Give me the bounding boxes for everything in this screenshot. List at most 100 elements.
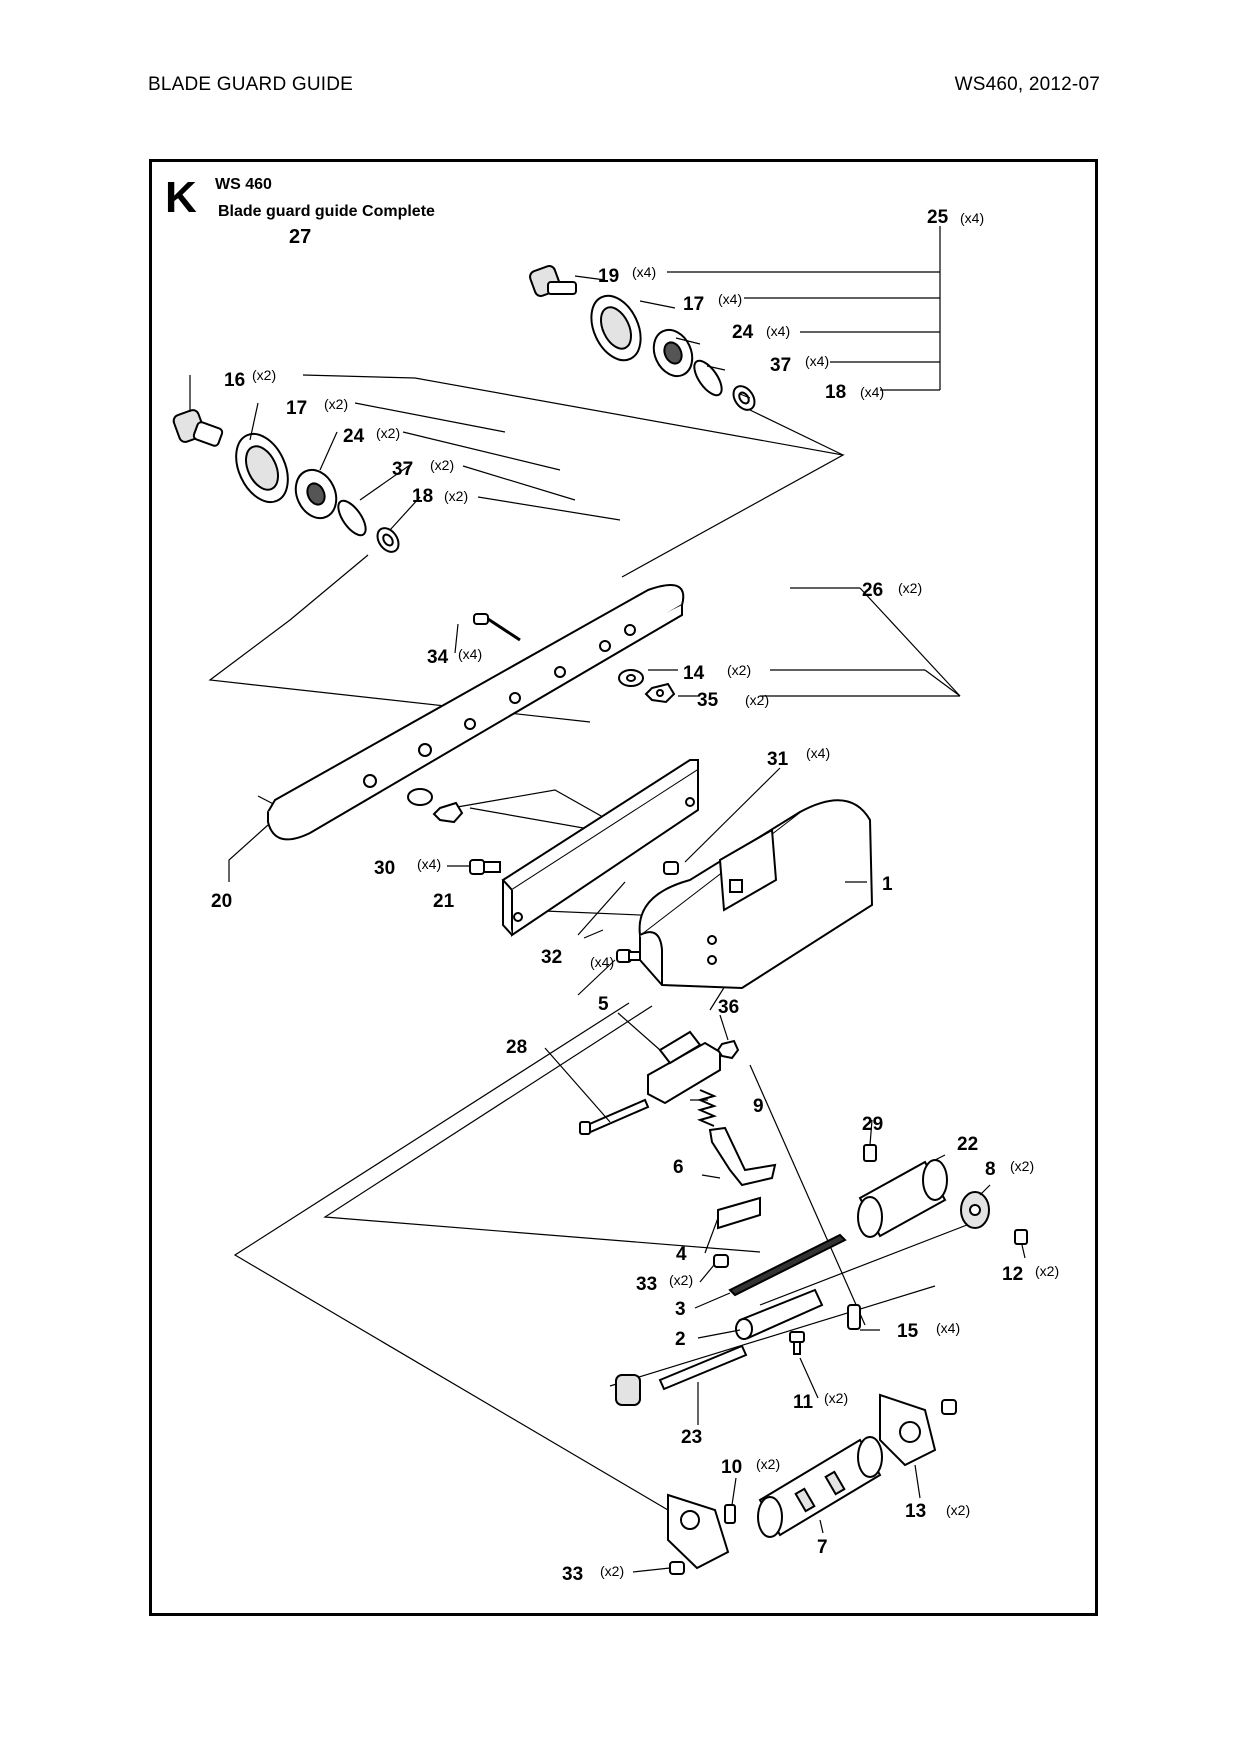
callout-7: 7 xyxy=(817,1537,828,1558)
svg-text:7: 7 xyxy=(817,1537,828,1558)
svg-text:(x2): (x2) xyxy=(898,580,922,596)
svg-text:6: 6 xyxy=(673,1157,684,1178)
roller-7 xyxy=(757,1436,883,1538)
svg-text:(x2): (x2) xyxy=(444,488,468,504)
svg-text:26: 26 xyxy=(862,580,883,601)
svg-text:(x4): (x4) xyxy=(417,856,441,872)
svg-text:12: 12 xyxy=(1002,1264,1023,1285)
screw-33-upper xyxy=(713,1254,729,1268)
blade-3 xyxy=(728,1233,847,1297)
callout-36: 36 xyxy=(718,997,739,1018)
assembly-lines xyxy=(208,377,986,1524)
svg-text:(x4): (x4) xyxy=(766,323,790,339)
svg-text:(x2): (x2) xyxy=(946,1502,970,1518)
svg-text:(x2): (x2) xyxy=(745,692,769,708)
pin-28 xyxy=(579,1098,650,1135)
svg-text:3: 3 xyxy=(675,1299,686,1320)
callout-35: 35 (x2) xyxy=(697,690,769,711)
plate-21 xyxy=(501,759,699,937)
callout-6: 6 xyxy=(673,1157,684,1178)
screw-15 xyxy=(847,1304,861,1330)
callout-33-lower: 33 (x2) xyxy=(562,1563,624,1585)
callout-13: 13 (x2) xyxy=(905,1501,970,1522)
svg-text:(x4): (x4) xyxy=(458,646,482,662)
callout-20: 20 xyxy=(211,891,232,912)
bolt-34 xyxy=(473,613,521,642)
callout-29: 29 xyxy=(862,1114,883,1135)
callout-30: 30 (x4) xyxy=(374,856,441,879)
end-cap-left xyxy=(615,1374,641,1406)
svg-text:(x4): (x4) xyxy=(960,210,984,226)
svg-text:35: 35 xyxy=(697,690,719,711)
guard-housing-1 xyxy=(638,799,874,990)
svg-text:(x2): (x2) xyxy=(1010,1158,1034,1174)
wheel-17-upper xyxy=(590,294,642,362)
plate-left xyxy=(667,1493,730,1570)
cylinder-2 xyxy=(735,1288,824,1340)
svg-text:(x2): (x2) xyxy=(252,367,276,383)
callout-24-lower: 24 (x2) xyxy=(343,425,400,447)
callout-34: 34 (x4) xyxy=(427,646,482,668)
circlip-37-lower xyxy=(337,499,367,537)
svg-text:33: 33 xyxy=(636,1274,657,1295)
svg-text:31: 31 xyxy=(767,749,789,770)
svg-text:37: 37 xyxy=(770,355,791,376)
nut-36 xyxy=(716,1039,740,1060)
screw-12 xyxy=(1014,1229,1028,1245)
screw-11 xyxy=(789,1331,805,1355)
svg-text:(x2): (x2) xyxy=(324,396,348,412)
cylinder-22 xyxy=(857,1159,948,1238)
bracket-4 xyxy=(717,1196,761,1230)
svg-text:14: 14 xyxy=(683,663,705,684)
callout-37-upper: 37 (x4) xyxy=(770,353,829,376)
svg-text:15: 15 xyxy=(897,1321,919,1342)
svg-text:2: 2 xyxy=(675,1329,686,1350)
callout-26: 26 (x2) xyxy=(862,580,922,601)
svg-text:34: 34 xyxy=(427,647,449,668)
callout-14: 14 (x2) xyxy=(683,662,751,684)
svg-text:24: 24 xyxy=(732,322,754,343)
svg-text:18: 18 xyxy=(412,486,433,507)
callout-8: 8 (x2) xyxy=(985,1158,1034,1180)
circlip-37-upper xyxy=(693,359,723,397)
screw-32 xyxy=(616,949,642,963)
bearing-24-upper xyxy=(652,328,694,378)
leader-lines xyxy=(189,226,1026,1573)
callout-16: 16 (x2) xyxy=(224,367,276,391)
svg-text:17: 17 xyxy=(286,398,307,419)
guide-bar-20 xyxy=(266,584,685,841)
callout-2: 2 xyxy=(675,1329,686,1350)
svg-text:23: 23 xyxy=(681,1427,702,1448)
washer-and-nut-bar xyxy=(407,788,464,824)
svg-text:(x4): (x4) xyxy=(718,291,742,307)
svg-text:(x4): (x4) xyxy=(590,954,614,970)
assembly-title: Blade guard guide Complete xyxy=(218,203,435,220)
screw-33-lower xyxy=(669,1561,685,1575)
svg-text:(x2): (x2) xyxy=(669,1272,693,1288)
svg-text:(x4): (x4) xyxy=(806,745,830,761)
washer-14 xyxy=(618,669,644,687)
svg-text:(x2): (x2) xyxy=(600,1563,624,1579)
svg-text:(x2): (x2) xyxy=(376,425,400,441)
lever-6 xyxy=(708,1126,777,1187)
callout-17-lower: 17 (x2) xyxy=(286,396,348,419)
diagram-frame xyxy=(149,159,1098,1616)
svg-text:28: 28 xyxy=(506,1037,527,1058)
svg-text:29: 29 xyxy=(862,1114,883,1135)
callout-21: 21 xyxy=(433,891,455,912)
callout-17-upper: 17 (x4) xyxy=(683,291,742,315)
block-5 xyxy=(647,1030,721,1105)
shaft-23 xyxy=(658,1344,748,1391)
end-cap-8 xyxy=(960,1191,990,1229)
svg-text:(x4): (x4) xyxy=(936,1320,960,1336)
washer-18-lower xyxy=(376,527,400,553)
svg-text:(x4): (x4) xyxy=(805,353,829,369)
screw-29 xyxy=(863,1144,877,1162)
callout-24-upper: 24 (x4) xyxy=(732,322,790,343)
callout-25: 25 (x4) xyxy=(927,207,984,228)
svg-text:9: 9 xyxy=(753,1096,764,1117)
svg-text:37: 37 xyxy=(392,459,413,480)
callout-9: 9 xyxy=(753,1096,764,1117)
callout-23: 23 xyxy=(681,1427,702,1448)
spring-9 xyxy=(697,1089,717,1127)
